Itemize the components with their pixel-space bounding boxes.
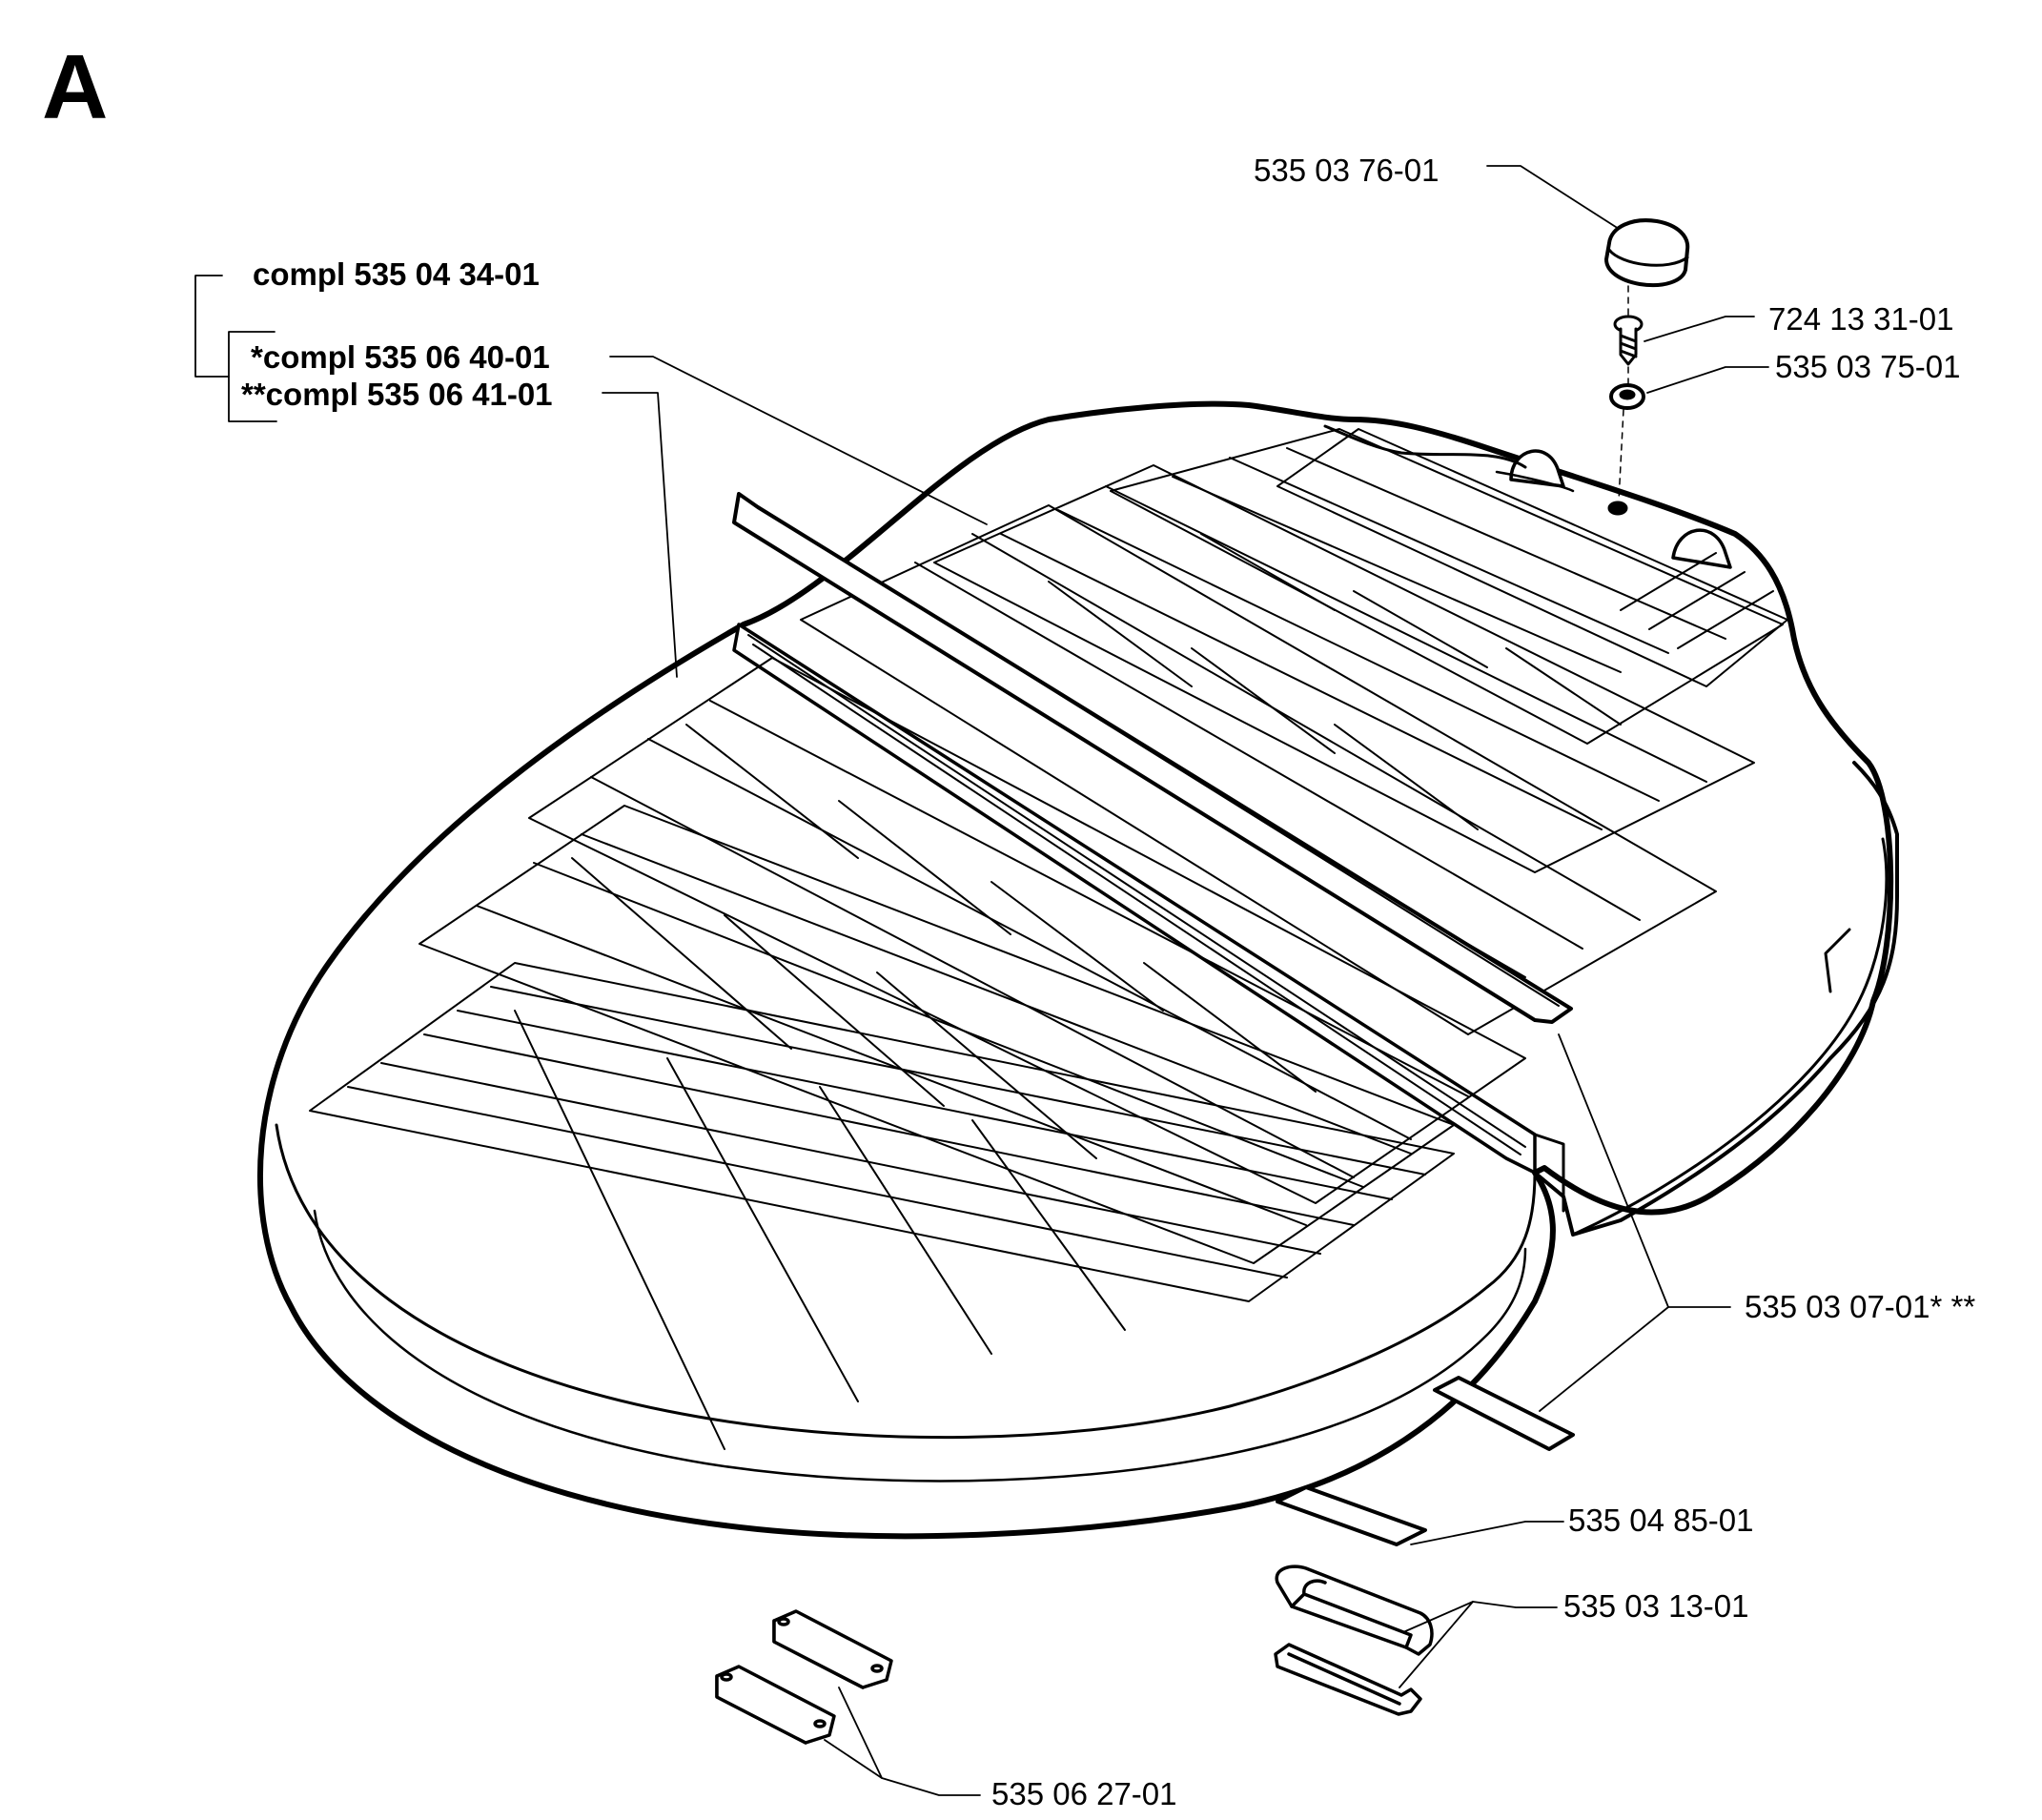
label-compl-star: *compl 535 06 40-01 (251, 339, 550, 375)
label-part-strip: 535 03 07-01* ** (1745, 1289, 1976, 1324)
label-part-clip: 535 03 13-01 (1563, 1588, 1749, 1624)
cap-535-03-76-01 (1604, 218, 1690, 288)
label-compl-dstar: **compl 535 06 41-01 (241, 377, 553, 412)
clip-535-03-13-01-lower (1274, 1643, 1422, 1716)
label-part-bracket: 535 06 27-01 (991, 1776, 1177, 1811)
label-compl-main: compl 535 04 34-01 (253, 256, 540, 292)
screw-724-13-31-01 (1613, 315, 1644, 366)
section-letter: A (42, 36, 109, 138)
leader-lines (602, 165, 1769, 1796)
clip-535-03-13-01-upper (1275, 1564, 1434, 1656)
pad-535-04-85-01 (1276, 1485, 1427, 1546)
hood-cover (256, 400, 1899, 1540)
bracket-535-06-27-01-b (715, 1665, 836, 1745)
bracket-535-06-27-01-a (772, 1609, 893, 1689)
decal-grid (309, 428, 1788, 1450)
compl-bracket (194, 275, 277, 422)
washer-535-03-75-01 (1609, 383, 1645, 410)
label-part-screw: 724 13 31-01 (1768, 301, 1954, 337)
label-part-washer: 535 03 75-01 (1775, 349, 1961, 384)
label-part-cap: 535 03 76-01 (1254, 153, 1440, 188)
label-part-pad: 535 04 85-01 (1568, 1503, 1754, 1538)
strip-535-03-07-01-lower (1433, 1376, 1575, 1451)
